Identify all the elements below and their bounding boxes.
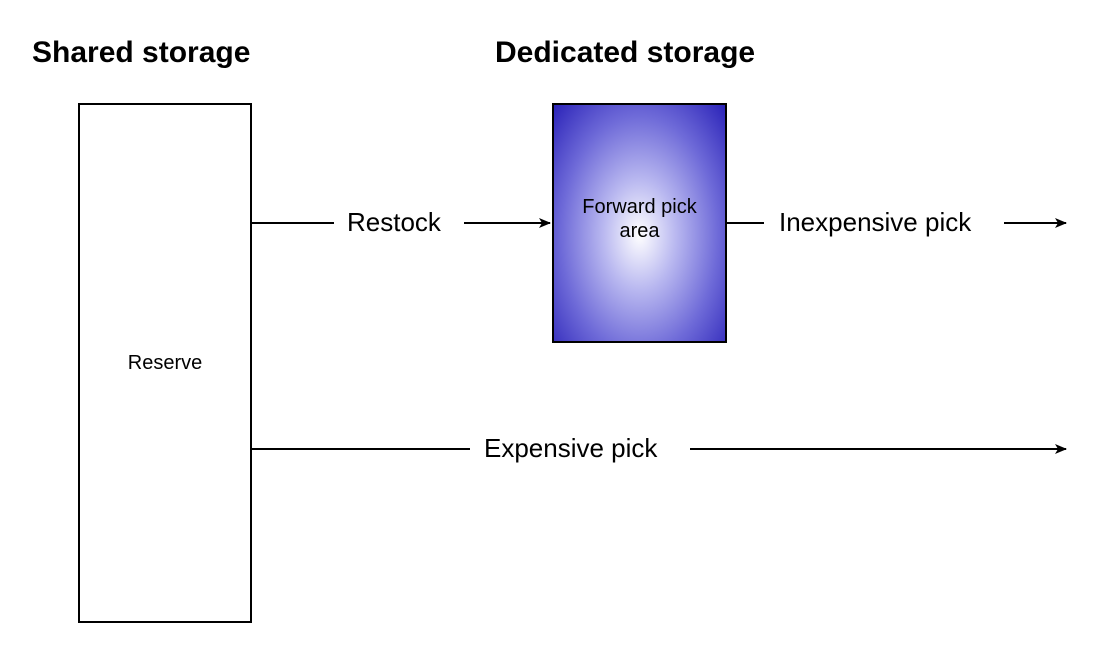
dedicated-storage-heading: Dedicated storage [495, 36, 756, 69]
forward-pick-area-box: Forward pick area [552, 103, 727, 343]
shared-storage-heading: Shared storage [32, 36, 251, 69]
inexpensive-pick-label: Inexpensive pick [777, 207, 974, 237]
reserve-label: Reserve [127, 351, 203, 374]
expensive-pick-label: Expensive pick [482, 433, 660, 463]
forward-pick-label-line1: Forward pick [582, 196, 697, 218]
forward-pick-label-line2: area [619, 220, 660, 242]
reserve-box: Reserve [78, 103, 252, 623]
restock-label: Restock [345, 207, 443, 237]
forward-pick-area-label: Forward pick area [582, 195, 696, 243]
